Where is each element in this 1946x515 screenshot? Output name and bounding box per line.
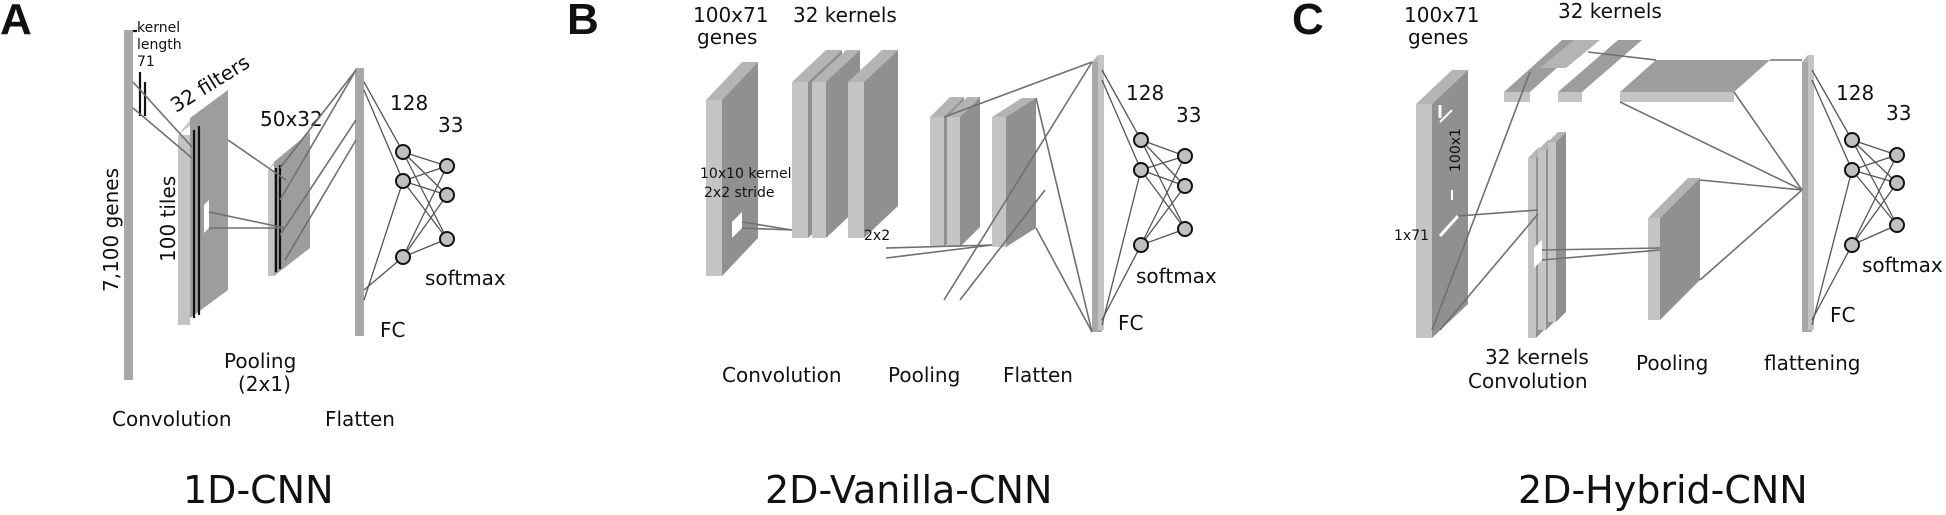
panel-b-dense-node bbox=[1133, 237, 1149, 253]
panel-b-kernels-label: 32 kernels bbox=[793, 3, 897, 27]
panel-a-output-units: 33 bbox=[438, 113, 463, 137]
panel-a-fc-network bbox=[363, 81, 455, 301]
panel-c-dense-node bbox=[1844, 162, 1860, 178]
panel-b-flatten-label: Flatten bbox=[1003, 363, 1073, 387]
panel-b-pool-slabs bbox=[930, 97, 1036, 247]
panel-a-convolution-label: Convolution bbox=[112, 407, 232, 431]
panel-a-output-node bbox=[439, 158, 455, 174]
panel-c-kernel-horizontal: 1x71 bbox=[1394, 228, 1429, 244]
panel-b-genes-label: genes bbox=[697, 25, 757, 49]
panel-c-dense-node bbox=[1844, 132, 1860, 148]
panel-c-dense-units: 128 bbox=[1836, 81, 1874, 105]
panel-b-output-node bbox=[1177, 221, 1193, 237]
panel-b-stride-desc: 2x2 stride bbox=[704, 185, 774, 201]
panel-a-pool-layer bbox=[268, 132, 310, 276]
panel-a-flatten-vector bbox=[355, 68, 364, 336]
panel-a-tiles-label: 100 tiles bbox=[156, 176, 180, 262]
panel-a: A 7,100 genes kernel length 71 32 filter… bbox=[0, 0, 506, 512]
panel-b-title: 2D-Vanilla-CNN bbox=[765, 468, 1052, 512]
panel-b-flatten-vector bbox=[1092, 55, 1104, 332]
panel-c-genes-label: genes bbox=[1408, 25, 1468, 49]
panel-b-input-size: 100x71 bbox=[693, 3, 768, 27]
panel-c-top-conv-slabs bbox=[1504, 40, 1770, 102]
panel-a-conv-layer bbox=[178, 90, 228, 325]
panel-a-pooling-size: (2x1) bbox=[238, 372, 291, 396]
panel-b-conv-slabs bbox=[792, 50, 898, 238]
panel-b-output-node bbox=[1177, 148, 1193, 164]
panel-b-softmax-label: softmax bbox=[1136, 264, 1217, 288]
panel-c-pooling-label: Pooling bbox=[1636, 351, 1708, 375]
panel-c-output-node bbox=[1889, 175, 1905, 191]
panel-a-dense-node bbox=[395, 173, 411, 189]
panel-c-flattening-label: flattening bbox=[1764, 351, 1860, 375]
panel-a-pool-size-label: 50x32 bbox=[260, 107, 323, 131]
panel-c-flatten-vector bbox=[1802, 55, 1814, 332]
panel-c-kernels-label: 32 kernels bbox=[1558, 0, 1662, 23]
panel-c-input-size: 100x71 bbox=[1404, 3, 1479, 27]
panel-a-fc-label: FC bbox=[380, 318, 405, 342]
panel-c-input-slab bbox=[1416, 70, 1468, 338]
panel-c-letter: C bbox=[1292, 0, 1324, 44]
panel-b-dense-units: 128 bbox=[1126, 81, 1164, 105]
panel-a-title: 1D-CNN bbox=[183, 468, 334, 512]
panel-b-dense-node bbox=[1133, 132, 1149, 148]
panel-c-fc-network bbox=[1811, 69, 1905, 326]
panel-a-dense-node bbox=[395, 249, 411, 265]
panel-a-output-node bbox=[439, 187, 455, 203]
panel-a-genes-label: 7,100 genes bbox=[99, 168, 123, 292]
panel-b-output-node bbox=[1177, 178, 1193, 194]
panel-b-pooling-label: Pooling bbox=[888, 363, 960, 387]
panel-c: C 100x71 genes 32 kernels 100x1 1x71 bbox=[1292, 0, 1943, 512]
panel-c-connections bbox=[1431, 51, 1803, 331]
panel-b: B 100x71 genes 32 kernels bbox=[567, 0, 1217, 512]
panel-b-fc-network bbox=[1101, 69, 1193, 326]
panel-a-softmax-label: softmax bbox=[425, 266, 506, 290]
panel-b-connections bbox=[741, 61, 1093, 333]
panel-b-pool-marker bbox=[876, 242, 886, 268]
panel-c-kernels-conv-label-1: 32 kernels bbox=[1485, 345, 1589, 369]
panel-a-input-vector bbox=[124, 30, 133, 380]
panel-b-output-units: 33 bbox=[1176, 103, 1201, 127]
panel-a-kernel-label: kernel bbox=[137, 20, 180, 36]
panel-a-kernel-annotation: kernel length 71 bbox=[133, 20, 182, 116]
panel-c-output-units: 33 bbox=[1886, 101, 1911, 125]
panel-c-kernel-vertical: 100x1 bbox=[1448, 128, 1464, 172]
panel-c-bottom-conv-slabs bbox=[1528, 132, 1566, 338]
panel-a-pooling-label: Pooling bbox=[224, 349, 296, 373]
panel-c-kernels-conv-label-2: Convolution bbox=[1468, 369, 1588, 393]
panel-a-dense-node bbox=[395, 144, 411, 160]
panel-a-letter: A bbox=[0, 0, 32, 44]
panel-c-pool-slab bbox=[1648, 178, 1700, 320]
panel-b-letter: B bbox=[567, 0, 599, 44]
panel-c-output-node bbox=[1889, 217, 1905, 233]
panel-a-flatten-label: Flatten bbox=[325, 407, 395, 431]
panel-a-dense-units: 128 bbox=[390, 91, 428, 115]
panel-b-fc-label: FC bbox=[1118, 311, 1143, 335]
panel-a-kernel-length-label: length bbox=[137, 37, 182, 53]
panel-a-output-node bbox=[439, 231, 455, 247]
panel-b-convolution-label: Convolution bbox=[722, 363, 842, 387]
panel-c-output-node bbox=[1889, 147, 1905, 163]
panel-a-kernel-length-value: 71 bbox=[137, 54, 155, 70]
panel-b-kernel-desc: 10x10 kernel bbox=[700, 166, 791, 182]
panel-c-dense-node bbox=[1844, 237, 1860, 253]
panel-c-title: 2D-Hybrid-CNN bbox=[1518, 468, 1808, 512]
panel-c-fc-label: FC bbox=[1830, 303, 1855, 327]
panel-c-softmax-label: softmax bbox=[1862, 253, 1943, 277]
panel-b-pool-desc: 2x2 bbox=[864, 228, 890, 244]
panel-a-connections bbox=[132, 69, 357, 261]
panel-b-dense-node bbox=[1133, 162, 1149, 178]
